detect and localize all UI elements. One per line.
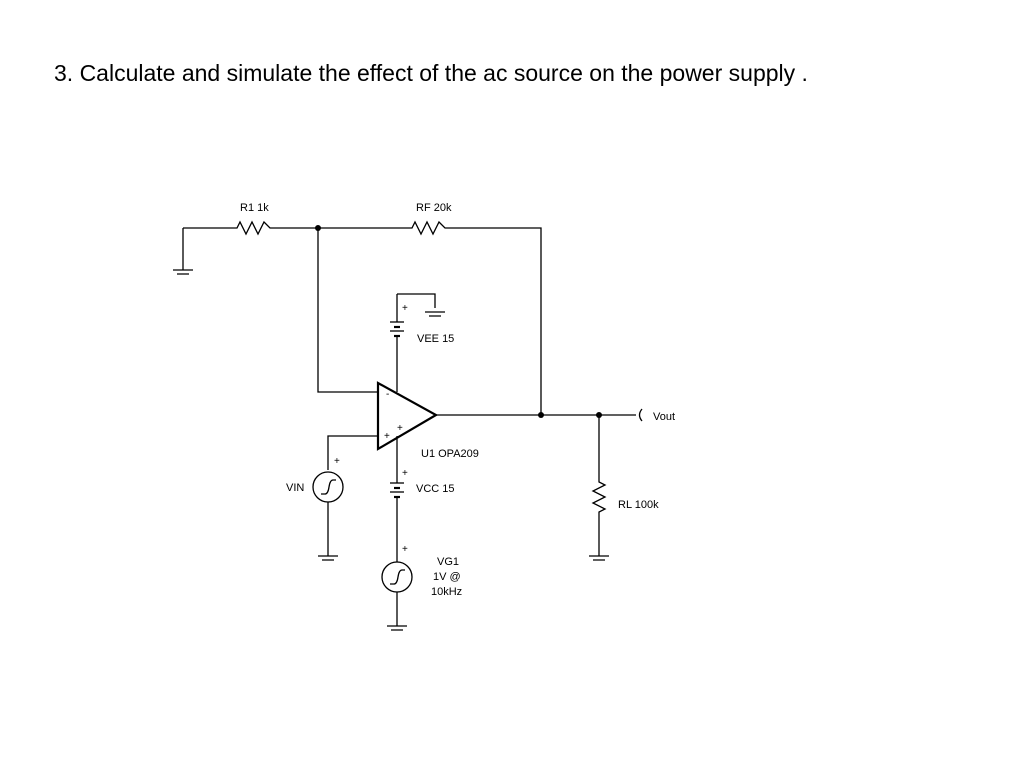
opamp-u1: - + + U1 OPA209	[376, 381, 479, 460]
vin-plus-sign: +	[334, 456, 340, 467]
resistor-rf: RF 20k	[318, 202, 542, 415]
ground-r1	[173, 228, 193, 275]
source-vg1: + VG1 1V @ 10kHz	[381, 544, 462, 631]
label-r1: R1 1k	[240, 202, 269, 214]
opamp-minus-sign: -	[386, 389, 389, 400]
resistor-rl: RL 100k	[589, 415, 659, 561]
label-vcc: VCC 15	[416, 483, 455, 495]
opamp-plus-sign: +	[384, 431, 390, 442]
label-vee: VEE 15	[417, 333, 454, 345]
page-heading: 3. Calculate and simulate the effect of …	[54, 60, 808, 86]
source-vin: + VIN	[286, 435, 378, 561]
wire-inverting-input	[317, 228, 378, 393]
label-rl: RL 100k	[618, 499, 659, 511]
vg1-plus-sign: +	[402, 544, 408, 555]
label-vg1-name: VG1	[437, 556, 459, 568]
label-vout: Vout	[653, 411, 675, 423]
battery-vcc: + VCC 15	[390, 436, 455, 562]
vee-plus-sign: +	[402, 303, 408, 314]
label-vg1-frequency: 10kHz	[431, 586, 462, 598]
terminal-vout: Vout	[638, 408, 675, 423]
resistor-r1: R1 1k	[183, 202, 318, 236]
label-rf: RF 20k	[416, 202, 452, 214]
label-vg1-amplitude: 1V @	[433, 571, 461, 583]
label-opamp: U1 OPA209	[421, 448, 479, 460]
opamp-supply-plus-sign: +	[397, 423, 403, 434]
battery-vee: + VEE 15	[390, 293, 454, 392]
label-vin: VIN	[286, 482, 304, 494]
junction-output	[538, 412, 544, 418]
vcc-plus-sign: +	[402, 468, 408, 479]
